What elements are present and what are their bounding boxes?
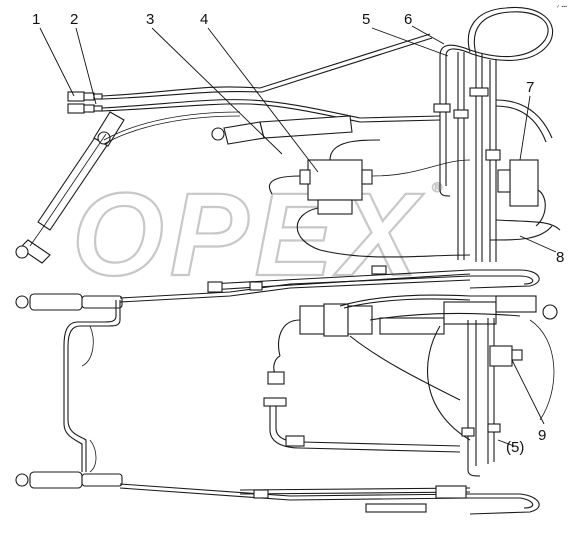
callout-7: 7 <box>526 79 534 96</box>
upper-boom-assembly <box>15 6 561 264</box>
callout-3: 3 <box>146 11 154 28</box>
vertical-pipe-bundle <box>433 52 501 262</box>
control-valve <box>268 139 471 258</box>
callout-6: 6 <box>404 11 412 28</box>
callout-8: 8 <box>556 249 564 266</box>
corner-mark: ✓ ▪▪▪ <box>556 4 567 10</box>
top-loop-hose <box>439 6 554 61</box>
callout-9: 9 <box>538 427 546 444</box>
boom-cylinder <box>15 111 125 264</box>
lower-frame-assembly <box>15 265 558 515</box>
callout-labels: 1 2 3 4 5 6 7 8 9 (5) <box>32 11 564 456</box>
callout-5: 5 <box>362 11 370 28</box>
callout-1: 1 <box>32 11 40 28</box>
watermark-text: OPEX <box>72 169 424 301</box>
left-cylinder-lower <box>15 471 123 489</box>
callout-2: 2 <box>70 11 78 28</box>
callout-4: 4 <box>200 11 208 28</box>
watermark-registered-mark: ® <box>432 179 443 195</box>
small-cylinder <box>211 115 353 145</box>
left-cylinder-upper <box>15 293 123 311</box>
valve-bank <box>267 295 558 385</box>
callout-leaders <box>39 25 557 447</box>
right-side-hoses <box>489 99 561 241</box>
callout-5-ref: (5) <box>506 439 524 456</box>
